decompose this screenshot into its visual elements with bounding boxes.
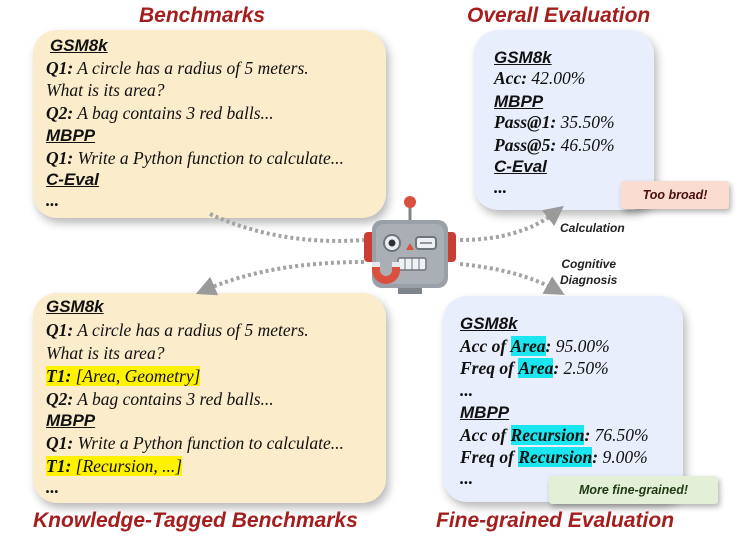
pass1-value: 35.50% xyxy=(560,112,615,132)
question-label: Q1: xyxy=(46,433,74,453)
tag-text: [Area, Geometry] xyxy=(75,366,201,386)
question-text: A bag contains 3 red balls... xyxy=(77,389,274,409)
question-text: Write a Python function to calculate... xyxy=(77,148,344,168)
mbpp-question-1: Q1: Write a Python function to calculate… xyxy=(46,148,344,169)
recursion-accuracy-row: Acc of Recursion: 76.50% xyxy=(460,425,649,445)
tag-1: T1: [Area, Geometry] xyxy=(46,366,201,387)
mbpp-question-1: Q1: Write a Python function to calculate… xyxy=(46,433,344,454)
mbpp-tag-1: T1: [Recursion, ...] xyxy=(46,456,183,477)
question-text: Write a Python function to calculate... xyxy=(77,433,344,453)
ellipsis: ... xyxy=(460,380,474,400)
dotted-arrow-icon xyxy=(459,262,565,295)
cognitive-diagnosis-label: Cognitive Diagnosis xyxy=(560,257,618,287)
mbpp-label: MBPP xyxy=(46,126,96,145)
area-acc-value: 95.00% xyxy=(555,336,610,356)
ellipsis: ... xyxy=(460,468,474,488)
freq-of-label: Freq of xyxy=(460,447,514,467)
knowledge-concept-highlight: Recursion xyxy=(518,447,593,467)
question-text: A bag contains 3 red balls... xyxy=(77,103,274,123)
rec-acc-value: 76.50% xyxy=(594,425,649,445)
robot-magnet-icon xyxy=(364,196,456,294)
heading-knowledge-tagged-benchmarks: Knowledge-Tagged Benchmarks xyxy=(33,509,358,532)
ellipsis: ... xyxy=(46,190,60,210)
overall-evaluation-panel: GSM8k Acc: 42.00% MBPP Pass@1: 35.50% Pa… xyxy=(474,30,654,210)
tag-highlight: T1: [Recursion, ...] xyxy=(46,456,183,476)
question-text: A circle has a radius of 5 meters. xyxy=(77,320,309,340)
knowledge-tagged-panel: GSM8k Q1: A circle has a radius of 5 met… xyxy=(33,293,386,503)
recursion-frequency-row: Freq of Recursion: 9.00% xyxy=(460,447,648,467)
area-frequency-row: Freq of Area: 2.50% xyxy=(460,358,609,378)
acc-label: Acc: xyxy=(494,68,528,88)
too-broad-note: Too broad! xyxy=(621,181,729,209)
rec-freq-value: 9.00% xyxy=(602,447,648,467)
pass5-value: 46.50% xyxy=(560,135,615,155)
heading-overall-evaluation: Overall Evaluation xyxy=(467,4,651,27)
tag-label: T1: xyxy=(46,366,72,386)
calculation-label: Calculation xyxy=(560,221,625,235)
question-text: A circle has a radius of 5 meters. xyxy=(77,58,309,78)
gsm8k-label: GSM8k xyxy=(50,36,108,55)
question-1-cont: What is its area? xyxy=(46,80,165,100)
tag-text: [Recursion, ...] xyxy=(75,456,183,476)
more-fine-grained-note: More fine-grained! xyxy=(549,476,718,504)
ellipsis: ... xyxy=(46,477,60,497)
freq-of-label: Freq of xyxy=(460,358,514,378)
heading-benchmarks: Benchmarks xyxy=(139,4,266,27)
mbpp-label: MBPP xyxy=(460,403,510,422)
acc-of-label: Acc of xyxy=(460,336,507,356)
question-1: Q1: A circle has a radius of 5 meters. xyxy=(46,320,309,341)
acc-value: 42.00% xyxy=(531,68,586,88)
pass5-label: Pass@5: xyxy=(494,135,557,155)
pass5-row: Pass@5: 46.50% xyxy=(494,135,615,156)
ceval-label: C-Eval xyxy=(494,157,547,176)
heading-fine-grained-evaluation: Fine-grained Evaluation xyxy=(436,509,675,532)
acc-of-label: Acc of xyxy=(460,425,507,445)
gsm8k-label: GSM8k xyxy=(494,48,552,67)
fine-grained-panel: GSM8k Acc of Area: 95.00% Freq of Area: … xyxy=(443,296,683,502)
knowledge-concept-highlight: Area xyxy=(510,336,546,356)
gsm8k-label: GSM8k xyxy=(46,297,104,316)
dotted-arrow-icon xyxy=(209,212,365,243)
area-accuracy-row: Acc of Area: 95.00% xyxy=(460,336,610,356)
ellipsis: ... xyxy=(494,177,508,197)
question-1-cont: What is its area? xyxy=(46,343,165,363)
question-1: Q1: A circle has a radius of 5 meters. xyxy=(46,58,309,79)
question-label: Q1: xyxy=(46,58,74,78)
dotted-arrow-icon xyxy=(459,205,564,242)
gsm8k-label: GSM8k xyxy=(460,314,518,333)
dotted-arrow-icon xyxy=(195,260,365,296)
area-freq-value: 2.50% xyxy=(563,358,609,378)
pass1-label: Pass@1: xyxy=(494,112,557,132)
question-label: Q2: xyxy=(46,103,74,123)
question-label: Q1: xyxy=(46,148,74,168)
mbpp-label: MBPP xyxy=(46,411,96,430)
knowledge-concept-highlight: Recursion xyxy=(510,425,585,445)
benchmarks-panel: GSM8k Q1: A circle has a radius of 5 met… xyxy=(33,30,386,218)
accuracy-row: Acc: 42.00% xyxy=(494,68,585,89)
question-2: Q2: A bag contains 3 red balls... xyxy=(46,103,274,124)
mbpp-label: MBPP xyxy=(494,92,544,111)
pass1-row: Pass@1: 35.50% xyxy=(494,112,615,133)
tag-label: T1: xyxy=(46,456,72,476)
ceval-label: C-Eval xyxy=(46,170,99,189)
question-label: Q1: xyxy=(46,320,74,340)
knowledge-concept-highlight: Area xyxy=(518,358,554,378)
question-label: Q2: xyxy=(46,389,74,409)
question-2: Q2: A bag contains 3 red balls... xyxy=(46,389,274,410)
tag-highlight: T1: [Area, Geometry] xyxy=(46,366,201,386)
